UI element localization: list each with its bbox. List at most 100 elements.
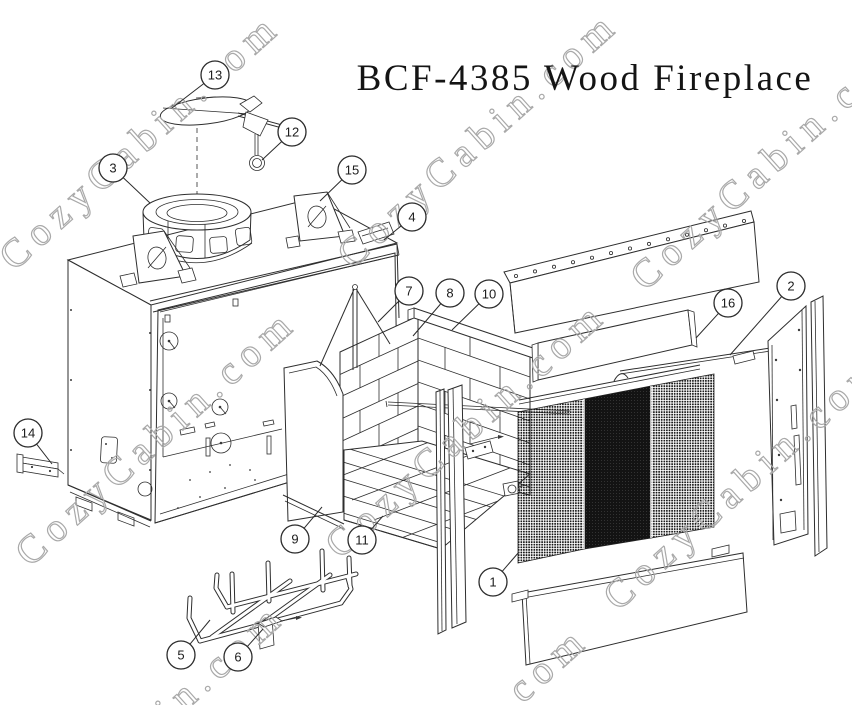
smoke-shield-bracket <box>357 221 395 245</box>
callout-number-9: 9 <box>291 532 298 547</box>
callout-leader-15 <box>319 179 343 202</box>
callout-circle-2 <box>776 271 806 301</box>
grate-clip-bracket <box>257 616 302 650</box>
watermark-text-1: CozyCabin.com <box>328 0 628 276</box>
callout-number-7: 7 <box>405 284 412 299</box>
brick-liner-assembly <box>282 284 544 550</box>
front-top-rails <box>149 221 400 323</box>
mid-hardware <box>385 400 571 497</box>
callout-7[interactable]: 7 <box>377 276 424 323</box>
callout-leader-4 <box>383 225 402 241</box>
callout-8[interactable]: 8 <box>412 278 465 337</box>
callout-circle-7 <box>394 276 424 306</box>
callout-leader-2 <box>729 296 783 356</box>
shipping-bracket-right <box>285 191 356 249</box>
callout-leader-10 <box>451 303 480 331</box>
callout-leader-1 <box>501 551 520 572</box>
callout-13[interactable]: 13 <box>171 60 230 109</box>
page-title: BCF-4385 Wood Fireplace <box>357 58 814 99</box>
callout-number-16: 16 <box>721 296 735 311</box>
callout-5[interactable]: 5 <box>166 619 211 670</box>
callout-circle-16 <box>713 288 743 318</box>
callout-12[interactable]: 12 <box>261 117 307 161</box>
callout-number-3: 3 <box>109 161 116 176</box>
callout-number-1: 1 <box>489 575 496 590</box>
callout-circle-10 <box>474 279 504 309</box>
callout-circle-4 <box>397 202 427 232</box>
facade-frame-right <box>767 295 828 557</box>
log-grate <box>186 548 359 644</box>
callout-number-6: 6 <box>234 650 241 665</box>
callout-number-12: 12 <box>285 125 299 140</box>
callout-leader-6 <box>246 628 264 647</box>
bottom-front-panel <box>511 544 748 666</box>
callout-3[interactable]: 3 <box>98 153 151 204</box>
callout-circle-11 <box>347 525 377 555</box>
damper-handle-ring <box>249 155 265 171</box>
left-face-plate <box>100 436 118 464</box>
control-rod <box>619 346 778 375</box>
interior-slots <box>179 419 275 457</box>
callout-circle-6 <box>223 642 253 672</box>
callout-4[interactable]: 4 <box>383 202 427 241</box>
callout-leader-16 <box>695 312 719 339</box>
liner-base-skid <box>282 494 345 530</box>
callout-leader-13 <box>171 83 205 109</box>
callout-2[interactable]: 2 <box>729 271 806 356</box>
callout-number-14: 14 <box>21 426 35 441</box>
callout-circle-13 <box>200 60 230 90</box>
callout-leader-5 <box>189 619 211 645</box>
callout-leader-12 <box>261 141 283 161</box>
screen-bracket <box>464 440 494 460</box>
side-bracket <box>16 453 65 478</box>
callout-number-11: 11 <box>355 533 369 548</box>
callout-leader-3 <box>122 177 151 204</box>
rivet-holes <box>514 218 747 278</box>
rod-clip <box>732 350 756 365</box>
callout-circle-5 <box>166 640 196 670</box>
corner-gusset-hole <box>137 481 153 497</box>
callout-1[interactable]: 1 <box>478 551 520 597</box>
callout-circle-15 <box>337 155 367 185</box>
watermark-text-7: CozyCabin.com <box>298 615 598 705</box>
liner-side-panel <box>283 360 344 522</box>
callout-circle-8 <box>435 278 465 308</box>
callout-number-13: 13 <box>208 68 222 83</box>
callout-circle-12 <box>277 117 307 147</box>
upper-front-panel <box>503 210 760 334</box>
lifting-bail <box>319 284 391 370</box>
callout-leader-8 <box>412 303 442 337</box>
callout-14[interactable]: 14 <box>13 418 53 465</box>
lintel-panel <box>531 309 698 383</box>
callout-circle-3 <box>98 153 128 183</box>
callout-number-2: 2 <box>787 279 794 294</box>
callout-number-8: 8 <box>446 286 453 301</box>
shipping-bracket-left <box>119 230 197 288</box>
callout-number-10: 10 <box>482 287 496 302</box>
callout-10[interactable]: 10 <box>451 279 504 331</box>
callout-leader-7 <box>377 300 400 323</box>
callout-number-5: 5 <box>177 648 184 663</box>
callout-15[interactable]: 15 <box>319 155 367 202</box>
callout-9[interactable]: 9 <box>280 506 323 554</box>
callout-16[interactable]: 16 <box>695 288 743 339</box>
callout-6[interactable]: 6 <box>223 628 264 672</box>
callout-leader-14 <box>36 443 53 465</box>
mesh-screen <box>517 373 715 564</box>
screen-track-rail <box>435 384 467 635</box>
callout-number-4: 4 <box>408 210 415 225</box>
damper-assembly <box>159 95 294 171</box>
callout-leader-11 <box>370 515 384 530</box>
base-plinth <box>67 484 152 528</box>
floor-speckles <box>177 464 256 509</box>
callout-circle-1 <box>478 567 508 597</box>
frame-bar-front <box>767 304 809 546</box>
latch-bracket <box>502 480 527 497</box>
callout-11[interactable]: 11 <box>347 515 384 555</box>
callout-leader-9 <box>303 506 323 529</box>
callout-number-15: 15 <box>345 163 359 178</box>
callout-circle-14 <box>13 418 43 448</box>
callout-circle-9 <box>280 524 310 554</box>
